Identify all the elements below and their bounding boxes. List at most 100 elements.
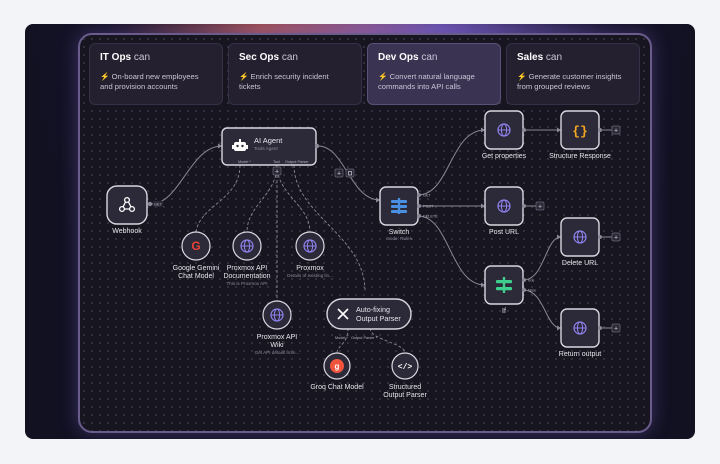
output-port[interactable] bbox=[417, 214, 421, 218]
add-node-button[interactable] bbox=[611, 323, 621, 333]
node-label: Get properties bbox=[482, 153, 527, 160]
switch-node[interactable]: GET POST DELETE Switch mode: Rules bbox=[379, 186, 438, 241]
node-circle bbox=[181, 231, 211, 261]
use-case-card-sec-ops[interactable]: Sec Ops can ⚡ Enrich security incident t… bbox=[228, 43, 362, 105]
sub-connections bbox=[195, 164, 406, 354]
output-port[interactable] bbox=[522, 278, 526, 282]
google-gemini-node[interactable]: G Google Gemini Chat Model bbox=[173, 231, 220, 280]
output-port[interactable] bbox=[314, 143, 320, 149]
node-sublabel: Get API details from... bbox=[255, 350, 300, 355]
node-label: Post URL bbox=[489, 229, 519, 236]
edge-switch-if bbox=[417, 215, 486, 286]
port-label: GET bbox=[423, 194, 431, 198]
get-properties-node[interactable]: Get properties bbox=[482, 110, 527, 160]
node-box bbox=[106, 185, 148, 225]
return-output-node[interactable]: + Return output bbox=[559, 308, 621, 358]
edge-delete-button[interactable] bbox=[345, 168, 355, 178]
node-sublabel: This is Proxmox API bbox=[226, 281, 267, 286]
plus-icon: + bbox=[614, 326, 618, 333]
port-label: POST bbox=[423, 205, 434, 209]
node-sublabel: Details of existing lin... bbox=[287, 273, 333, 278]
output-port[interactable] bbox=[598, 326, 602, 330]
google-icon: G bbox=[191, 239, 200, 253]
card-verb: can bbox=[545, 52, 563, 63]
card-team: Sec Ops bbox=[239, 52, 280, 63]
tools-icon bbox=[337, 308, 349, 320]
add-node-button[interactable] bbox=[535, 201, 545, 211]
card-team: Dev Ops bbox=[378, 52, 419, 63]
node-label: If bbox=[502, 308, 506, 315]
node-label-line1: Proxmox API bbox=[257, 334, 298, 341]
proxmox-api-documentation-node[interactable]: Proxmox API Documentation This is Proxmo… bbox=[223, 231, 271, 286]
output-port[interactable] bbox=[522, 204, 526, 208]
groq-chat-model-node[interactable]: g Groq Chat Model bbox=[310, 352, 364, 391]
plus-icon: + bbox=[614, 235, 618, 242]
proxmox-api-wiki-node[interactable]: Proxmox API Wiki Get API details from... bbox=[255, 300, 300, 355]
card-verb: can bbox=[281, 52, 298, 63]
node-label-line1: Structured bbox=[389, 384, 421, 391]
node-label: Webhook bbox=[112, 228, 142, 235]
card-desc-line1: Generate customer insights bbox=[528, 72, 622, 81]
node-label: Delete URL bbox=[562, 260, 598, 267]
edge-switch-get bbox=[417, 129, 486, 196]
lightning-icon: ⚡ bbox=[100, 72, 110, 81]
node-label: Structure Response bbox=[549, 153, 611, 160]
node-label: Proxmox bbox=[296, 265, 324, 272]
arrowhead bbox=[557, 325, 561, 331]
auto-fixing-output-parser-node[interactable]: Auto-fixing Output Parser Model * Output… bbox=[326, 298, 412, 340]
port-label: Output Parser * bbox=[351, 336, 378, 340]
output-port[interactable] bbox=[598, 235, 602, 239]
node-label-line2: Wiki bbox=[270, 342, 284, 349]
add-node-button[interactable] bbox=[611, 232, 621, 242]
plus-icon: + bbox=[275, 169, 279, 176]
node-label-line2: Chat Model bbox=[178, 273, 214, 280]
node-label-line1: Proxmox API bbox=[227, 265, 268, 272]
card-desc-line1: On-board new employees bbox=[111, 72, 199, 81]
plus-icon: + bbox=[538, 204, 542, 211]
arrowheads bbox=[218, 127, 561, 331]
node-label-line2: Output Parser bbox=[356, 314, 401, 323]
port-label: Model * bbox=[238, 160, 251, 164]
output-port[interactable] bbox=[417, 204, 421, 208]
webhook-node[interactable]: GET Webhook bbox=[106, 185, 163, 235]
post-url-node[interactable]: + Post URL bbox=[484, 186, 545, 236]
code-icon: </> bbox=[398, 363, 413, 372]
add-node-button[interactable] bbox=[611, 125, 621, 135]
output-port[interactable] bbox=[522, 128, 526, 132]
robot-icon bbox=[232, 139, 248, 151]
node-circle bbox=[391, 352, 419, 380]
structured-output-parser-node[interactable]: </> Structured Output Parser bbox=[383, 352, 427, 399]
groq-icon-glyph: g bbox=[335, 362, 340, 371]
card-desc-line2: and provision accounts bbox=[100, 82, 178, 91]
node-label-line1: Google Gemini bbox=[173, 265, 220, 272]
delete-url-node[interactable]: + Delete URL bbox=[560, 217, 621, 267]
edge-if-delete bbox=[522, 236, 562, 281]
arrowhead bbox=[376, 197, 380, 203]
output-port[interactable] bbox=[147, 201, 153, 207]
structure-response-node[interactable]: {} + Structure Response bbox=[549, 110, 621, 160]
edge-agent-gemini bbox=[195, 164, 241, 233]
card-team: Sales bbox=[517, 52, 544, 63]
output-port[interactable] bbox=[417, 193, 421, 197]
port-label-box bbox=[153, 201, 163, 207]
node-label: Switch bbox=[389, 229, 410, 236]
ai-agent-node[interactable]: AI Agent Tools Agent Model * Tool Output… bbox=[221, 127, 320, 176]
if-node[interactable]: true false If bbox=[484, 265, 536, 315]
add-tool-button[interactable] bbox=[272, 166, 282, 176]
port-label: false bbox=[528, 289, 536, 293]
node-label: Return output bbox=[559, 351, 601, 358]
node-label: Groq Chat Model bbox=[310, 384, 364, 391]
proxmox-node[interactable]: Proxmox Details of existing lin... bbox=[287, 231, 333, 278]
port-label: GET bbox=[154, 203, 162, 207]
port-label: DELETE bbox=[423, 215, 438, 219]
edge-add-button[interactable] bbox=[334, 168, 344, 178]
output-port[interactable] bbox=[598, 128, 602, 132]
output-port[interactable] bbox=[522, 288, 526, 292]
workflow-canvas: + GET Webhook bbox=[106, 110, 621, 399]
arrowhead bbox=[481, 282, 485, 288]
arrowhead bbox=[481, 203, 485, 209]
